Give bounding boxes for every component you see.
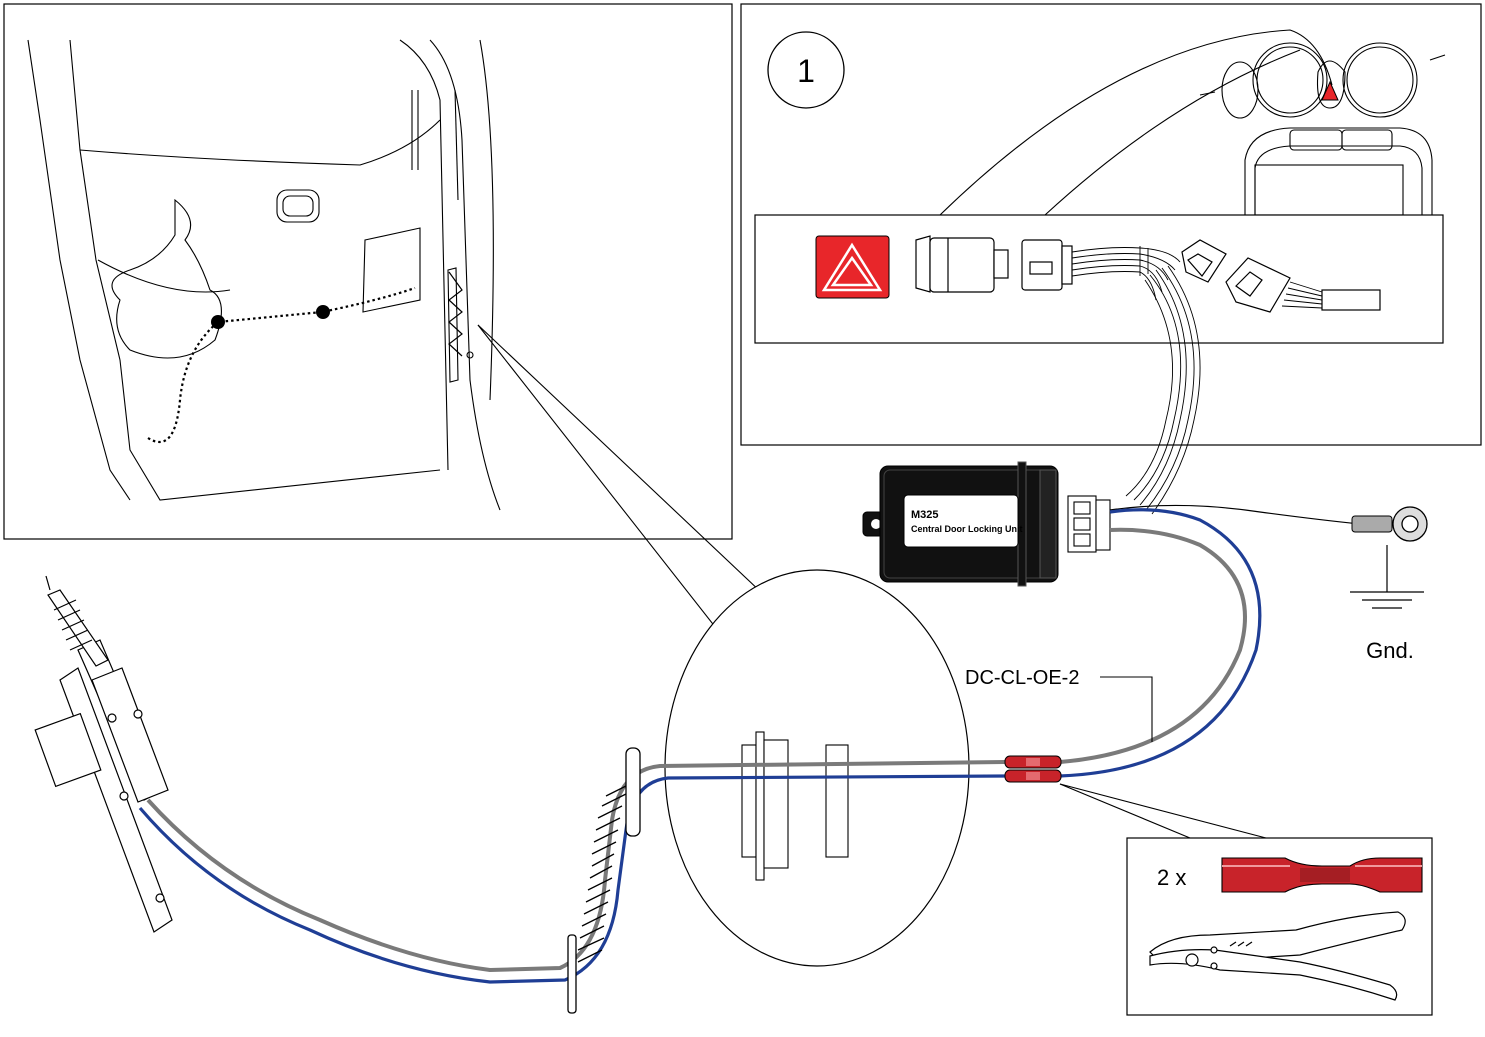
step-number: 1	[797, 53, 815, 89]
unit-model-label: M325	[911, 509, 939, 521]
cable-label: DC-CL-OE-2	[965, 667, 1079, 689]
rubber-grommet	[567, 747, 641, 1014]
switch-connector	[915, 235, 1009, 293]
ground-connection: Gnd.	[1109, 504, 1428, 663]
hazard-button-icon	[815, 235, 890, 299]
crimp-connectors	[1004, 755, 1062, 783]
dashboard-hazard-icon	[1321, 80, 1339, 101]
tools-callout: 2 x	[1126, 837, 1433, 1016]
butt-connector-icon	[1221, 857, 1423, 893]
unit-description-label: Central Door Locking Unit	[911, 524, 1023, 534]
step-number-circle	[767, 31, 845, 109]
crimping-tool-icon	[1149, 911, 1406, 1001]
ground-label: Gnd.	[1366, 638, 1414, 663]
harness-plug	[1021, 239, 1073, 291]
connector-quantity: 2 x	[1157, 865, 1186, 890]
central-locking-unit: M325 Central Door Locking Unit	[862, 461, 1111, 587]
zoom-lines	[477, 324, 781, 643]
door-panel	[3, 3, 733, 540]
cable-label-group: DC-CL-OE-2	[965, 667, 1153, 742]
magnify-circle	[664, 569, 970, 967]
door-lock-actuator	[34, 575, 173, 933]
hazard-switch-panel: 1	[740, 3, 1482, 515]
callout-leaders	[1059, 783, 1267, 839]
